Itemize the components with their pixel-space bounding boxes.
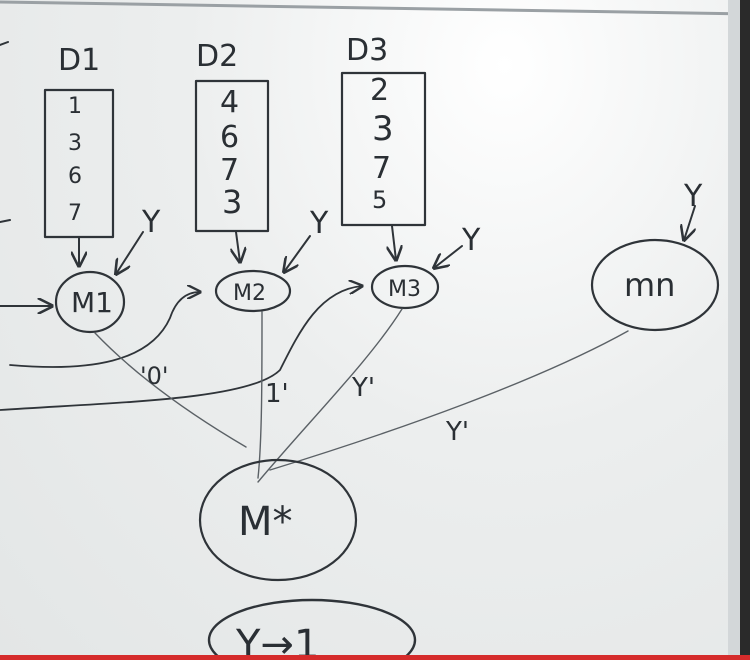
edge-label-m1: '0'	[140, 362, 168, 390]
model-label-m1: M1	[71, 286, 113, 319]
arrow-y-mn	[684, 205, 695, 240]
d1-item: 6	[68, 164, 82, 189]
board-right-frame	[740, 0, 750, 660]
model-label-m2: M2	[233, 281, 266, 306]
left-margin-mark	[0, 41, 9, 46]
model-circle-m3	[370, 264, 440, 310]
edge-label-m3: Y'	[351, 373, 375, 403]
d1-item: 3	[68, 131, 82, 156]
meta-model-label: M*	[238, 499, 293, 545]
box-title-d2: D2	[196, 39, 238, 74]
dataset-box-d2	[194, 79, 270, 233]
box-title-d1: D1	[58, 43, 100, 78]
edge-m3-meta	[257, 308, 403, 483]
d3-item: 3	[372, 109, 394, 149]
model-circle-m2	[214, 269, 292, 313]
model-label-mn: mn	[624, 266, 675, 304]
arrow-d3-m3	[392, 225, 396, 260]
meta-model-circle	[198, 458, 358, 582]
edge-mn-meta	[269, 330, 629, 471]
box-title-d3: D3	[346, 33, 388, 68]
d3-item: 7	[372, 151, 391, 186]
arrow-input-m3	[0, 286, 362, 411]
target-label-y: Y	[141, 205, 161, 240]
arrow-d2-m2	[236, 231, 240, 262]
edge-m2-meta	[257, 311, 263, 479]
board-top-edge	[0, 0, 750, 16]
output-label: Y→1	[235, 622, 319, 660]
arrow-y-m2	[284, 235, 311, 272]
target-label-y: Y	[461, 223, 481, 258]
arrow-y-m3	[434, 245, 463, 268]
left-margin-mark	[0, 219, 11, 223]
d2-item: 7	[220, 153, 239, 188]
target-label-y: Y	[309, 206, 329, 241]
d1-item: 7	[68, 201, 82, 226]
dataset-box-d3	[340, 71, 427, 227]
d3-item: 5	[372, 186, 387, 214]
arrow-input-m2	[9, 292, 200, 368]
d3-item: 2	[370, 73, 389, 108]
d2-item: 4	[220, 85, 239, 120]
model-circle-m1	[54, 270, 126, 334]
d1-item: 1	[68, 94, 82, 119]
d2-item: 3	[222, 183, 242, 221]
edge-label-m2: 1'	[265, 379, 289, 409]
model-circle-mn	[590, 238, 720, 332]
video-progress-bar	[0, 655, 750, 660]
output-circle	[207, 598, 417, 660]
target-label-y: Y	[683, 179, 703, 214]
d2-item: 6	[220, 120, 239, 155]
model-label-m3: M3	[388, 277, 421, 302]
edge-label-mn: Y'	[445, 417, 469, 447]
edge-m1-meta	[94, 332, 247, 448]
arrow-y-m1	[116, 231, 144, 274]
